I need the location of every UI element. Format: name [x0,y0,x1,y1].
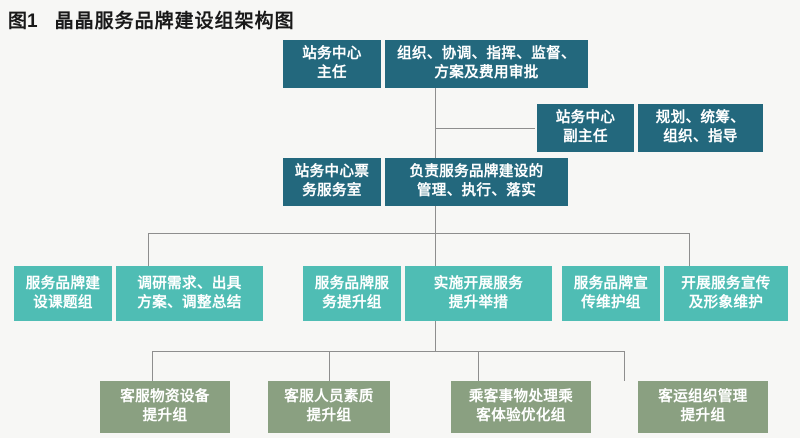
node-label-line: 站务中心票 [294,164,370,181]
node-brand-research-group-role[interactable]: 服务品牌建 设课题组 [14,266,112,321]
node-label-line: 乘客事物处理乘 [468,389,574,406]
node-label-line: 提升组 [306,408,352,424]
node-label-line: 副主任 [563,129,608,145]
connector-bus-level4 [148,233,690,234]
connector-drop-level5-2 [329,351,330,381]
node-label-line: 主任 [317,65,347,81]
figure-title: 图1 晶晶服务品牌建设组架构图 [8,6,295,33]
node-label-line: 管理、执行、落实 [416,183,537,199]
node-ticket-service-office-duties[interactable]: 负责服务品牌建设的 管理、执行、落实 [385,158,568,206]
page-title: 晶晶服务品牌建设组架构图 [54,11,295,32]
node-label-line: 方案、调整总结 [137,294,242,311]
node-customer-service-staff-quality-group[interactable]: 客服人员素质 提升组 [268,381,390,433]
node-label-line: 客服人员素质 [284,389,374,406]
node-customer-service-equipment-group[interactable]: 客服物资设备 提升组 [100,381,230,433]
connector-drop-level4-right [689,233,690,266]
node-passenger-transport-management-group[interactable]: 客运组织管理 提升组 [638,381,768,433]
node-label-line: 服务品牌建 [25,275,101,292]
node-label-line: 站务中心 [555,110,616,127]
node-label-line: 方案及费用审批 [434,65,539,81]
connector-drop-level4-center [435,233,436,266]
node-label-line: 规划、统筹、 [655,110,746,127]
node-label-line: 客服物资设备 [120,389,210,406]
node-station-center-director-role[interactable]: 站务中心 主任 [283,40,381,88]
node-station-center-vice-director-duties[interactable]: 规划、统筹、 组织、指导 [638,104,763,152]
node-label-line: 站务中心 [302,46,362,63]
node-label-line: 提升举措 [448,294,509,311]
node-brand-service-improvement-group-duties[interactable]: 实施开展服务 提升举措 [405,266,552,321]
node-brand-service-improvement-group-role[interactable]: 服务品牌服 务提升组 [303,266,401,321]
node-brand-research-group-duties[interactable]: 调研需求、出具 方案、调整总结 [116,266,263,321]
node-label-line: 组织、协调、指挥、监督、 [397,46,576,63]
node-label-line: 组织、指导 [663,129,738,145]
node-label-line: 调研需求、出具 [137,275,242,292]
node-station-center-director-duties[interactable]: 组织、协调、指挥、监督、 方案及费用审批 [385,40,588,88]
node-label-line: 服务品牌宣 [573,275,649,292]
node-brand-promotion-group-duties[interactable]: 开展服务宣传 及形象维护 [664,266,788,321]
node-station-center-vice-director-role[interactable]: 站务中心 副主任 [537,104,634,152]
node-brand-promotion-group-role[interactable]: 服务品牌宣 传维护组 [562,266,660,321]
node-label-line: 服务品牌服 [314,275,390,292]
node-label-line: 开展服务宣传 [681,275,771,292]
node-label-line: 负责服务品牌建设的 [409,164,544,181]
connector-bus-level5 [152,351,625,352]
connector-branch-to-vice-director [435,128,535,129]
connector-trunk-level1-to-level3 [435,88,436,162]
node-label-line: 实施开展服务 [433,275,524,292]
node-label-line: 提升组 [142,408,188,424]
connector-drop-level5-3 [478,351,479,381]
connector-drop-level5-4 [624,351,625,381]
node-label-line: 客体验优化组 [476,408,566,424]
node-label-line: 设课题组 [33,294,93,311]
node-label-line: 提升组 [680,408,726,424]
connector-trunk-level4-to-level5 [435,321,436,351]
node-ticket-service-office-role[interactable]: 站务中心票 务服务室 [283,158,381,206]
node-passenger-experience-optimization-group[interactable]: 乘客事物处理乘 客体验优化组 [451,381,591,433]
node-label-line: 传维护组 [581,294,641,311]
node-label-line: 务提升组 [322,294,382,311]
node-label-line: 客运组织管理 [658,389,748,406]
connector-drop-level5-1 [152,351,153,381]
figure-number: 图1 [8,11,38,32]
connector-drop-level4-left [148,233,149,266]
node-label-line: 务服务室 [302,183,362,199]
node-label-line: 及形象维护 [688,294,764,311]
connector-trunk-level3-to-level4 [435,206,436,234]
